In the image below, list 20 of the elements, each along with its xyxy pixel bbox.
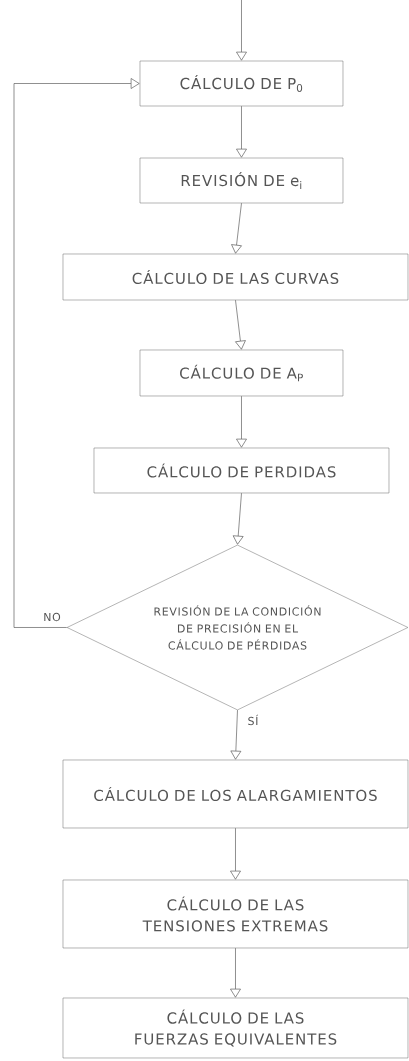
process-box: CÁLCULO DE LAS TENSIONES EXTREMAS [62, 879, 409, 949]
process-box: CÁLCULO DE PERDIDAS [93, 447, 390, 494]
arrow [230, 947, 241, 998]
process-box: CÁLCULO DE LAS CURVAS [62, 253, 409, 301]
arrow [236, 0, 247, 61]
process-box: CÁLCULO DE P$_{0}$ [139, 60, 344, 107]
arrow [232, 492, 244, 545]
arrow [236, 395, 247, 448]
arrow [235, 299, 246, 350]
arrow [231, 202, 242, 254]
edge-label: SÍ [246, 713, 260, 727]
process-box: CÁLCULO DE LAS FUERZAS EQUIVALENTES [62, 997, 409, 1059]
arrow [13, 78, 140, 628]
process-box: CÁLCULO DE LOS ALARGAMIENTOS [62, 759, 409, 829]
arrow [230, 827, 241, 880]
edge-label: NO [42, 611, 62, 623]
arrow [230, 709, 242, 760]
process-box: REVISIÓN DE e$_{i}$ [139, 157, 344, 204]
arrow [236, 105, 247, 158]
process-box: CÁLCULO DE A$_{P}$ [139, 349, 344, 397]
